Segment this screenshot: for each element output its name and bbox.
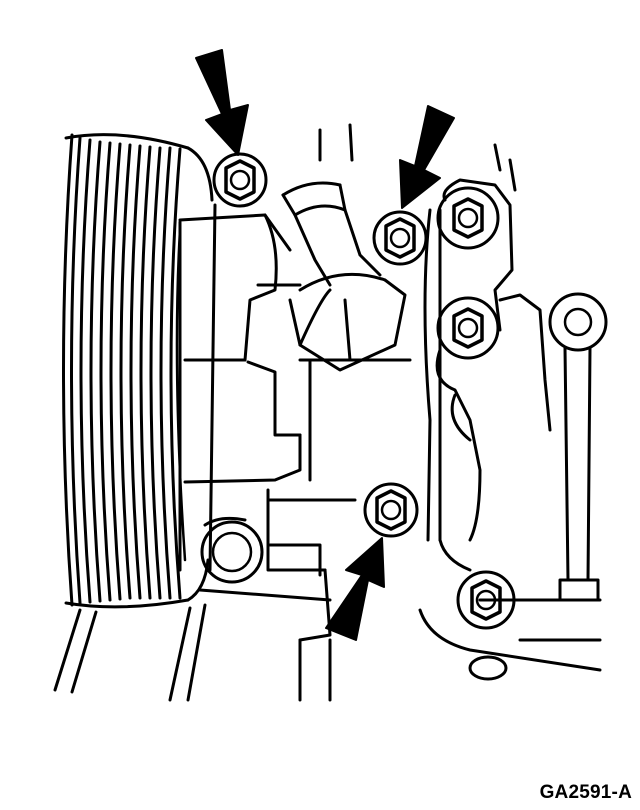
pulley [62, 133, 214, 609]
arrow-down-icon [195, 49, 249, 156]
arrow-down-icon [399, 105, 455, 209]
lower-lines [53, 603, 207, 702]
figure-id-label: GA2591-A [539, 782, 632, 803]
refrigerant-fitting [281, 123, 407, 372]
lower-left-ear [200, 516, 264, 584]
mounting-bracket [418, 143, 602, 672]
link-rod [548, 292, 608, 602]
lower-oval-port [468, 655, 508, 681]
upper-left-bolt [212, 152, 268, 208]
upper-middle-bolt [372, 210, 428, 266]
compressor-body [178, 203, 412, 702]
arrow-up-icon [325, 537, 385, 641]
lower-bolt [363, 482, 419, 538]
bracket-lower-bolt [456, 570, 516, 630]
bracket-upper-bolt [436, 186, 500, 250]
bracket-middle-bolt [436, 296, 500, 360]
